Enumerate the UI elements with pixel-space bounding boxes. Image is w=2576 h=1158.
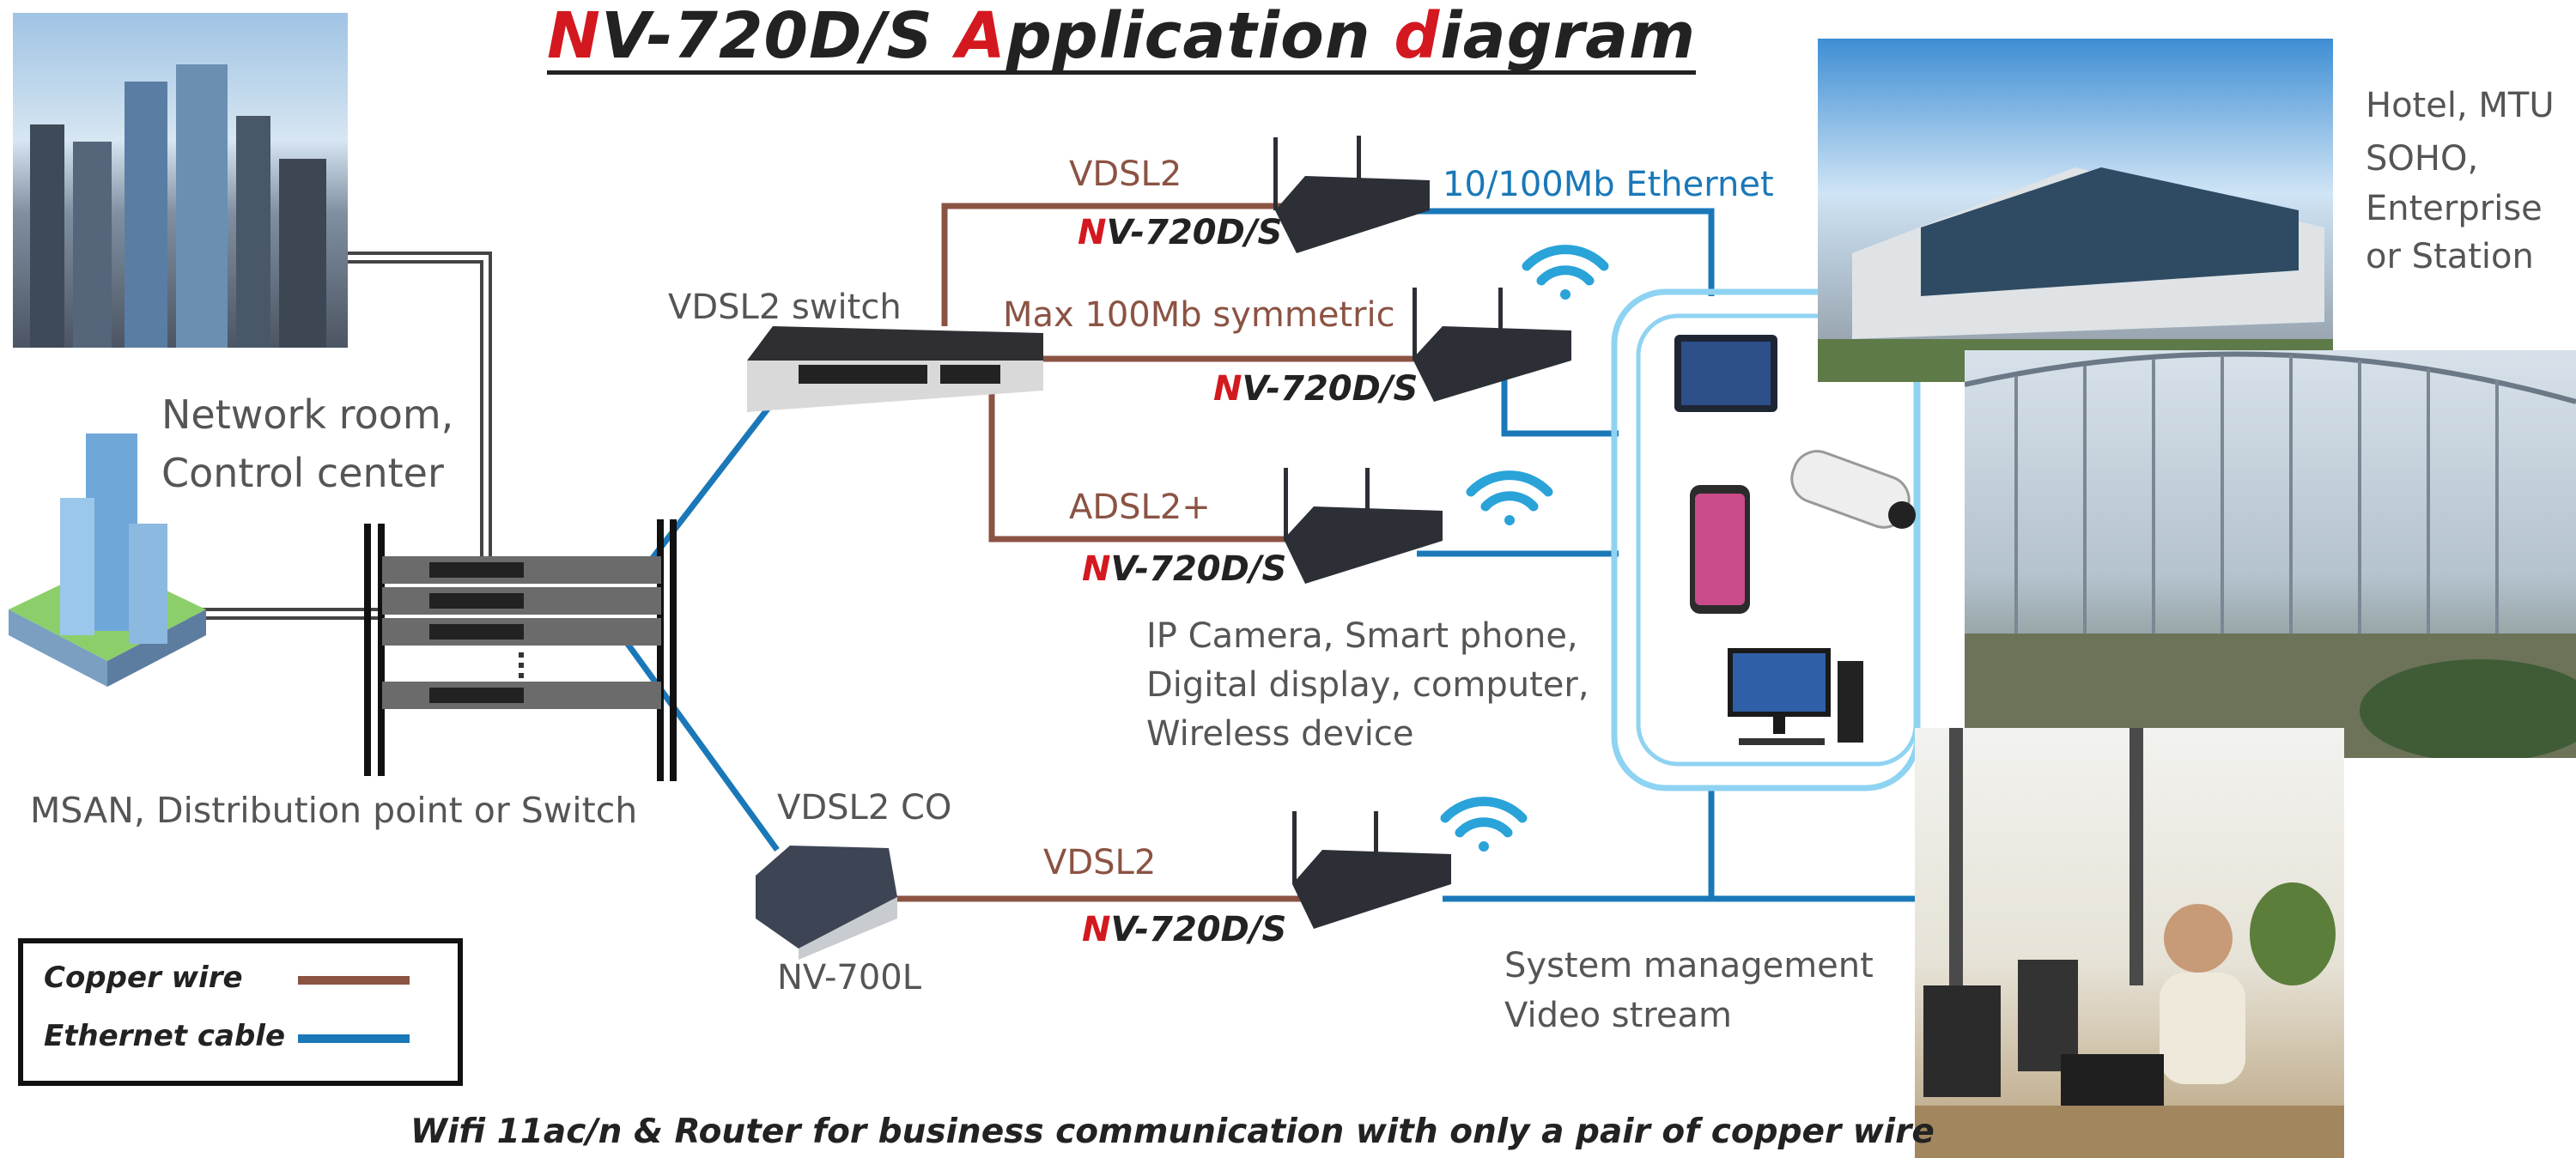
- model-label-1: NV-720D/S: [1078, 213, 1283, 252]
- router-icon: [1273, 136, 1430, 253]
- router-icon: [1292, 811, 1451, 929]
- site-line-4: or Station: [2366, 237, 2534, 276]
- office-building-photo: [1818, 39, 2333, 382]
- router-icon: [1413, 288, 1571, 402]
- vdsl2-co-icon: [756, 846, 897, 960]
- copper-switch-top: [941, 203, 1288, 326]
- ethernet-router1: [1408, 208, 1715, 296]
- diagram-title: NV-720D/S Application diagram: [547, 0, 1697, 75]
- model-label-3: NV-720D/S: [1082, 549, 1287, 589]
- link-vdsl2-bottom-label: VDSL2: [1043, 843, 1157, 882]
- legend-copper-swatch: [298, 976, 410, 985]
- wifi-icon: [1522, 245, 1609, 300]
- site-line-3: Enterprise: [2366, 189, 2543, 228]
- network-room-label: Network room,: [161, 391, 454, 438]
- link-adsl-label: ADSL2+: [1069, 488, 1211, 527]
- link-max-speed-label: Max 100Mb symmetric: [1003, 295, 1395, 335]
- vdsl2-switch-icon: [747, 326, 1043, 412]
- msan-label: MSAN, Distribution point or Switch: [30, 790, 638, 831]
- ethernet-rack-to-co: [616, 628, 780, 852]
- legend-box: Copper wire Ethernet cable: [18, 938, 463, 1086]
- ethernet-label: 10/100Mb Ethernet: [1443, 165, 1774, 204]
- device-group-frame-inner: [1636, 313, 1918, 767]
- building-icon: [9, 412, 206, 695]
- router-icon: [1284, 468, 1443, 584]
- wifi-icon: [1466, 470, 1553, 525]
- distribution-rack: [364, 519, 677, 781]
- devices-line-2: Digital display, computer,: [1146, 665, 1589, 705]
- tablet-icon: [1674, 335, 1777, 412]
- copper-switch-adsl: [988, 382, 1288, 543]
- model-label-4: NV-720D/S: [1082, 910, 1287, 949]
- footer-caption: Wifi 11ac/n & Router for business commun…: [410, 1113, 1935, 1151]
- legend-ethernet-label: Ethernet cable: [44, 1019, 286, 1053]
- smartphone-icon: [1690, 485, 1750, 614]
- mgmt-line-1: System management: [1504, 946, 1874, 985]
- devices-line-3: Wireless device: [1146, 714, 1414, 754]
- model-label-2: NV-720D/S: [1213, 369, 1419, 409]
- site-line-1: Hotel, MTU: [2366, 86, 2555, 125]
- wifi-icon: [1440, 797, 1528, 852]
- vdsl2-co-label: VDSL2 CO: [777, 788, 952, 828]
- vdsl2-switch-label: VDSL2 switch: [668, 288, 902, 327]
- nv700l-label: NV-700L: [777, 958, 922, 997]
- desktop-computer-icon: [1728, 648, 1863, 745]
- ip-camera-icon: [1790, 450, 1916, 529]
- ethernet-router2: [1501, 369, 1619, 437]
- site-line-2: SOHO,: [2366, 139, 2479, 179]
- office-worker-photo: [1915, 728, 2344, 1158]
- mgmt-line-2: Video stream: [1504, 996, 1732, 1035]
- city-skyline-photo: [13, 13, 348, 348]
- legend-ethernet-swatch: [298, 1034, 410, 1043]
- link-vdsl2-top-label: VDSL2: [1069, 155, 1182, 194]
- control-center-label: Control center: [161, 450, 444, 496]
- legend-copper-label: Copper wire: [44, 961, 243, 995]
- atrium-photo: [1965, 350, 2576, 758]
- devices-line-1: IP Camera, Smart phone,: [1146, 616, 1578, 656]
